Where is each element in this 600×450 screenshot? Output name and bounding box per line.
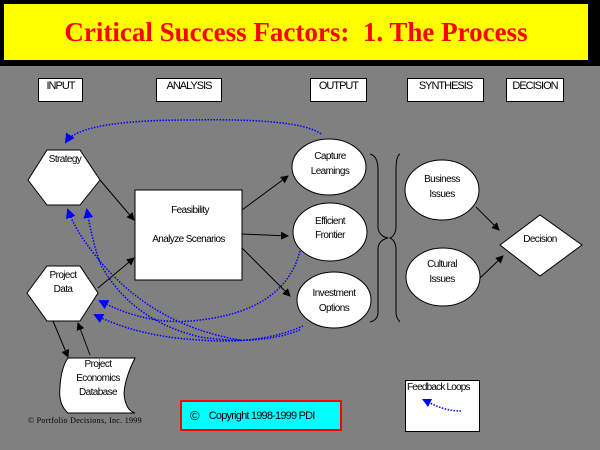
- copyright-text: Copyright 1998-1999 PDI: [208, 409, 316, 422]
- dotted-arrow-icon: [422, 399, 462, 412]
- edge-projectdata-analysis: [97, 257, 135, 289]
- decision-label: Decision: [523, 234, 557, 245]
- strategy-label: Strategy: [48, 154, 82, 165]
- frontier-label-2: Frontier: [315, 230, 345, 241]
- business-label-2: Issues: [429, 189, 455, 200]
- column-header-label: SYNTHESIS: [418, 80, 473, 92]
- project-data-label-1: Project: [49, 270, 78, 281]
- database-label-3: Database: [78, 387, 118, 398]
- copyright-box: © Copyright 1998-1999 PDI: [180, 400, 342, 431]
- project-data-label-2: Data: [53, 284, 73, 295]
- capture-learnings-node[interactable]: [291, 138, 367, 196]
- column-header-decision: DECISION: [506, 78, 564, 102]
- column-header-label: DECISION: [512, 80, 558, 92]
- capture-label-1: Capture: [314, 151, 346, 162]
- edge-analysis-capture: [241, 175, 289, 211]
- column-header-label: OUTPUT: [318, 80, 359, 92]
- column-header-label: ANALYSIS: [166, 80, 213, 92]
- edge-cultural-decision: [479, 255, 504, 279]
- database-label-1: Project: [84, 359, 113, 370]
- database-label-2: Economics: [76, 373, 120, 384]
- efficient-frontier-node[interactable]: [292, 202, 368, 262]
- investment-label-2: Options: [318, 303, 350, 314]
- capture-label-2: Learnings: [310, 166, 350, 177]
- column-header-label: INPUT: [46, 80, 76, 92]
- business-issues-node[interactable]: [404, 159, 480, 221]
- analysis-label-1: Feasibility: [171, 205, 209, 216]
- project-data-node[interactable]: [26, 265, 99, 322]
- column-header-output: OUTPUT: [310, 78, 367, 102]
- edge-projectdata-database: [52, 320, 69, 358]
- edge-analysis-investment: [241, 247, 291, 297]
- database-node[interactable]: [59, 357, 136, 414]
- title-bar: Critical Success Factors: 1. The Process: [0, 0, 600, 66]
- feedback-investment-strategy: [65, 208, 241, 341]
- investment-options-node[interactable]: [296, 271, 372, 329]
- analysis-label-2: Analyze Scenarios: [152, 234, 225, 245]
- edge-database-projectdata: [76, 322, 91, 356]
- cultural-issues-node[interactable]: [405, 247, 481, 307]
- column-header-input: INPUT: [38, 78, 83, 102]
- decision-node[interactable]: [499, 214, 583, 277]
- column-header-analysis: ANALYSIS: [156, 78, 222, 102]
- business-label-1: Business: [424, 174, 460, 185]
- legend-box: Feedback Loops: [405, 380, 480, 432]
- investment-label-1: Investment: [312, 288, 357, 299]
- feedback-capture-strategy: [64, 119, 322, 144]
- column-header-synthesis: SYNTHESIS: [407, 78, 484, 102]
- copyright-icon: ©: [190, 408, 200, 423]
- pdi-note: © Portfolio Decisions, Inc. 1999: [28, 416, 142, 425]
- cultural-label-2: Issues: [429, 274, 455, 285]
- cultural-label-1: Cultural: [427, 259, 457, 270]
- title-panel: Critical Success Factors: 1. The Process: [4, 4, 588, 60]
- synthesis-brace: [388, 153, 401, 323]
- feedback-frontier-strategy: [83, 208, 301, 341]
- edge-business-decision: [475, 206, 500, 231]
- feedback-frontier-projectdata: [98, 250, 301, 323]
- edge-strategy-analysis: [99, 179, 135, 221]
- output-brace: [369, 153, 389, 323]
- frontier-label-1: Efficient: [315, 216, 346, 227]
- slide-title: Critical Success Factors: 1. The Process: [64, 16, 528, 47]
- edge-analysis-frontier: [241, 231, 289, 240]
- analysis-box[interactable]: [134, 189, 243, 281]
- legend-title: Feedback Loops: [407, 382, 471, 393]
